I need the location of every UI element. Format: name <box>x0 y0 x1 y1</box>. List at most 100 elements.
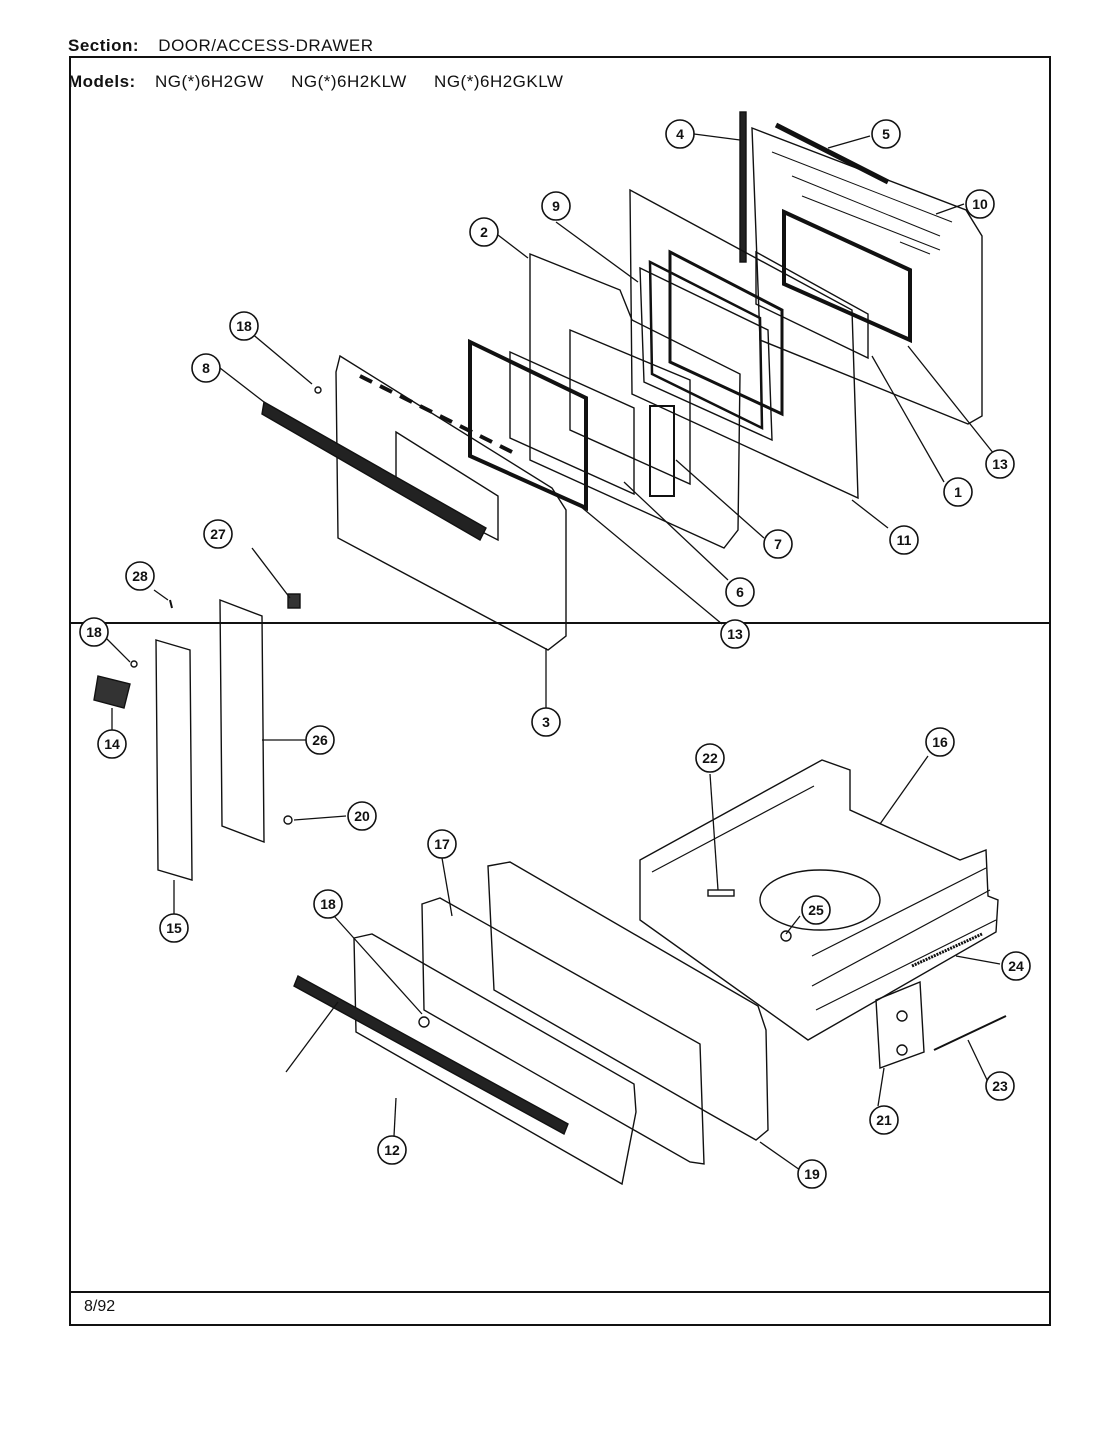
callout-12: 12 <box>377 1135 407 1165</box>
callout-circle <box>531 707 561 737</box>
callout-circle <box>725 577 755 607</box>
callout-circle <box>943 477 973 507</box>
callout-circle <box>79 617 109 647</box>
drawer-screw <box>780 930 792 942</box>
callout-8: 8 <box>191 353 221 383</box>
callout-circle <box>720 619 750 649</box>
callout-circle <box>377 1135 407 1165</box>
callout-label: 22 <box>702 750 718 766</box>
callout-label: 2 <box>480 224 488 240</box>
callout-1: 1 <box>943 477 973 507</box>
callout-22: 22 <box>695 743 725 773</box>
models-key: Models: <box>68 72 136 91</box>
callout-5: 5 <box>871 119 901 149</box>
callout-circle <box>347 801 377 831</box>
callout-circle <box>763 529 793 559</box>
callout-17: 17 <box>427 829 457 859</box>
callout-label: 11 <box>897 532 912 548</box>
callout-circle <box>125 561 155 591</box>
lower-window-gasket <box>468 338 588 512</box>
door-screw <box>314 386 322 394</box>
callout-label: 14 <box>104 736 120 752</box>
door-bracket <box>569 328 691 486</box>
callout-label: 3 <box>542 714 550 730</box>
callout-9: 9 <box>541 191 571 221</box>
callout-circle <box>925 727 955 757</box>
drawer-handle <box>293 975 569 1135</box>
callout-7: 7 <box>763 529 793 559</box>
trim-screw-small <box>130 660 138 668</box>
callout-label: 28 <box>132 568 148 584</box>
callout-circle <box>229 311 259 341</box>
section-value: DOOR/ACCESS-DRAWER <box>158 36 374 55</box>
trim-clip <box>287 593 301 609</box>
callout-label: 9 <box>552 198 560 214</box>
callout-circle <box>695 743 725 773</box>
callout-circle <box>159 913 189 943</box>
callout-label: 18 <box>320 896 336 912</box>
handle-end-cap <box>93 675 131 709</box>
bracket-hole-2 <box>896 1044 908 1056</box>
small-screw <box>169 599 173 609</box>
top-seal <box>774 122 890 185</box>
callout-label: 20 <box>354 808 370 824</box>
bracket-hole-1 <box>896 1010 908 1022</box>
callout-18: 18 <box>79 617 109 647</box>
callout-label: 13 <box>992 456 1008 472</box>
door-liner <box>629 188 859 500</box>
callout-label: 18 <box>236 318 252 334</box>
callout-label: 21 <box>876 1112 892 1128</box>
callout-24: 24 <box>1001 951 1031 981</box>
callout-label: 24 <box>1008 958 1024 974</box>
callout-3: 3 <box>531 707 561 737</box>
callout-circle <box>313 889 343 919</box>
door-trim-strip <box>739 111 747 263</box>
drawer-spring <box>911 932 983 968</box>
models-heading: Models: NG(*)6H2GW NG(*)6H2KLW NG(*)6H2G… <box>68 72 585 92</box>
callout-label: 15 <box>166 920 182 936</box>
model-3: NG(*)6H2GKLW <box>434 72 564 91</box>
callout-label: 12 <box>384 1142 400 1158</box>
callout-circle <box>797 1159 827 1189</box>
drawer-front-backer <box>487 861 769 1141</box>
drawer-fastener <box>707 889 735 897</box>
callout-label: 6 <box>736 584 744 600</box>
door-glass-front <box>509 350 635 496</box>
callout-circle <box>191 353 221 383</box>
callout-4: 4 <box>665 119 695 149</box>
callout-label: 19 <box>804 1166 820 1182</box>
callout-26: 26 <box>305 725 335 755</box>
callout-circle <box>665 119 695 149</box>
callout-label: 10 <box>972 196 988 212</box>
callout-label: 27 <box>210 526 226 542</box>
leader-lines <box>105 133 1001 1171</box>
callout-label: 26 <box>312 732 328 748</box>
door-vent-slots <box>359 374 513 454</box>
oven-door-handle <box>261 400 487 541</box>
callout-circle <box>985 449 1015 479</box>
drawer-front-panel <box>353 933 637 1186</box>
callout-21: 21 <box>869 1105 899 1135</box>
callout-circle <box>203 519 233 549</box>
callout-15: 15 <box>159 913 189 943</box>
callout-circle <box>1001 951 1031 981</box>
callout-circle <box>965 189 995 219</box>
drawer-front-screw <box>418 1016 430 1028</box>
callout-label: 8 <box>202 360 210 376</box>
section-key: Section: <box>68 36 140 55</box>
callout-19: 19 <box>797 1159 827 1189</box>
callout-25: 25 <box>801 895 831 925</box>
trim-screw <box>283 815 293 825</box>
callout-label: 7 <box>774 536 782 552</box>
model-2: NG(*)6H2KLW <box>291 72 407 91</box>
side-trim-left <box>155 639 193 881</box>
callout-label: 17 <box>434 836 450 852</box>
callout-18: 18 <box>313 889 343 919</box>
callout-label: 1 <box>954 484 962 500</box>
callout-label: 5 <box>882 126 890 142</box>
door-glass-rear <box>755 250 869 360</box>
drawer-body <box>639 759 999 1041</box>
callout-label: 4 <box>676 126 684 142</box>
